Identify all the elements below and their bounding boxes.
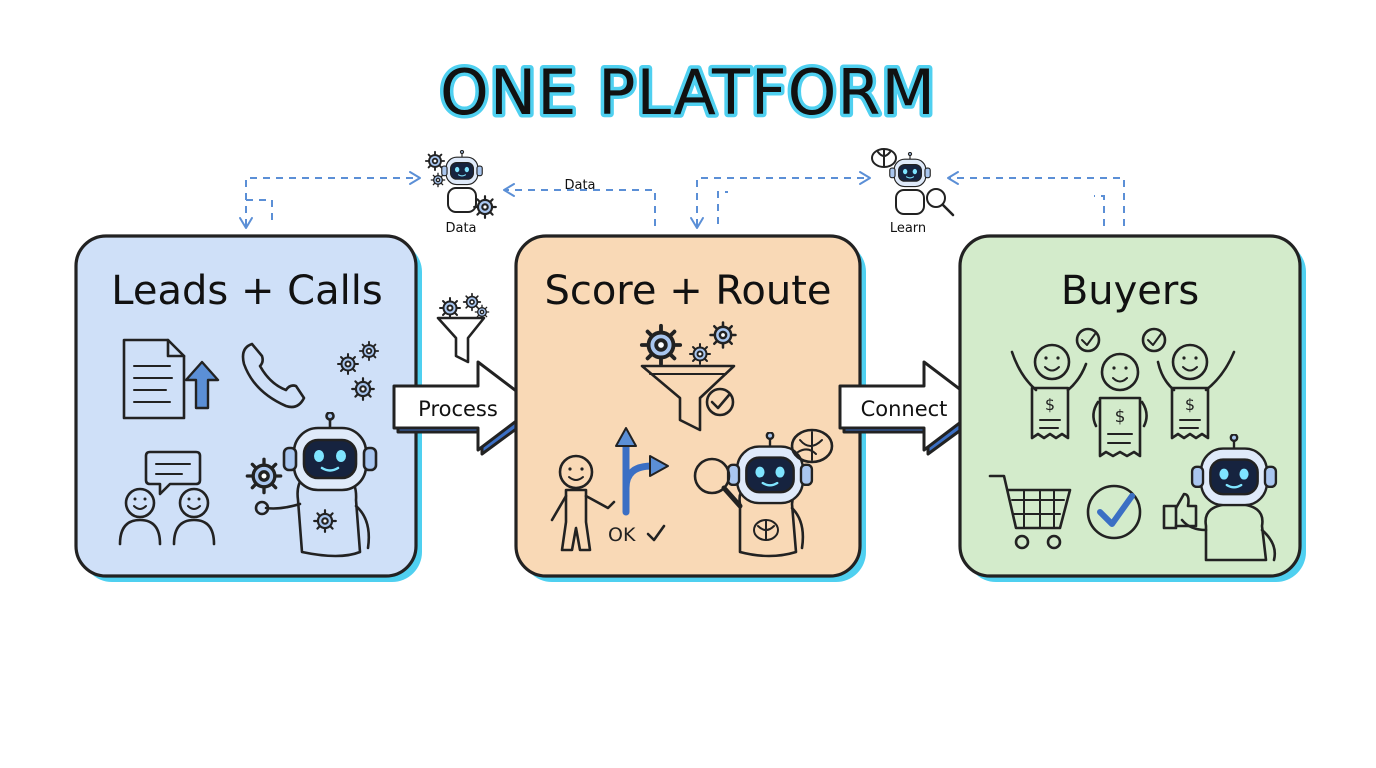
feedback-label-data-bottom: Data — [445, 221, 476, 236]
feedback-label-data-top: Data — [564, 178, 595, 193]
gear-icon — [709, 321, 737, 349]
shopping-cart-icon — [988, 474, 1072, 550]
arrow-connect: Connect — [838, 360, 990, 456]
panel-score-route: Score + Route OK — [514, 234, 866, 582]
buyer-icon: $ — [1092, 352, 1148, 458]
gear-icon — [474, 304, 490, 320]
gear-icon — [689, 343, 711, 365]
robot-icon — [726, 432, 814, 558]
gear-icon — [639, 323, 683, 367]
people-icon — [118, 487, 216, 546]
robot-icon — [254, 412, 378, 558]
chat-bubble-icon — [144, 450, 202, 496]
brain-icon — [753, 519, 779, 541]
svg-text:$: $ — [1185, 395, 1195, 414]
brain-icon — [790, 428, 834, 464]
panel-title-buyers: Buyers — [1061, 268, 1199, 314]
gear-icon — [245, 457, 283, 495]
gear-icon — [439, 297, 461, 319]
svg-text:$: $ — [1115, 407, 1126, 427]
gear-icon — [430, 172, 446, 188]
panel-title-leads-calls: Leads + Calls — [111, 268, 382, 314]
panel-buyers: Buyers $ — [958, 234, 1306, 582]
stick-person-icon — [550, 454, 616, 552]
robot-icon — [441, 150, 483, 213]
robot-icon — [889, 152, 931, 215]
gear-icon — [424, 150, 446, 172]
invoice-icon: $ — [1098, 396, 1142, 458]
feedback-label-learn: Learn — [890, 221, 926, 236]
gear-icon — [337, 353, 359, 375]
arrow-label-process: Process — [418, 397, 498, 421]
funnel-icon — [640, 364, 736, 432]
thumbs-up-icon — [1162, 492, 1198, 530]
checkmark-icon — [705, 387, 735, 417]
feedback-loop-right: Learn — [690, 148, 1125, 236]
phone-icon — [241, 342, 306, 409]
checkmark-icon — [1141, 327, 1167, 353]
robot-icon — [1162, 434, 1278, 562]
feedback-loop-left: Data Data — [239, 150, 656, 236]
arrow-label-connect: Connect — [861, 397, 948, 421]
gear-icon — [473, 195, 497, 219]
panel-leads-calls: Leads + Calls — [74, 234, 422, 582]
diagram-title: ONE PLATFORM — [440, 56, 936, 129]
buyer-icon: $ — [1156, 343, 1236, 440]
title-glow: ONE PLATFORM — [440, 56, 936, 129]
gear-icon — [358, 340, 380, 362]
invoice-icon: $ — [1030, 386, 1070, 440]
document-upload-icon — [122, 338, 220, 420]
route-arrow-icon — [615, 427, 669, 516]
svg-text:$: $ — [1045, 395, 1055, 414]
arrow-process: Process — [392, 292, 544, 456]
funnel-icon — [436, 316, 486, 364]
checkmark-icon — [1086, 484, 1142, 540]
brain-icon — [871, 148, 897, 168]
magnifier-icon — [693, 457, 743, 509]
buyer-icon: $ — [1010, 343, 1088, 440]
gear-icon — [351, 377, 375, 401]
ok-label: OK — [608, 524, 636, 546]
panel-title-score-route: Score + Route — [544, 268, 831, 314]
checkmark-icon — [1075, 327, 1101, 353]
checkmark-icon — [646, 524, 666, 542]
invoice-icon: $ — [1170, 386, 1210, 440]
magnifier-icon — [926, 188, 955, 217]
